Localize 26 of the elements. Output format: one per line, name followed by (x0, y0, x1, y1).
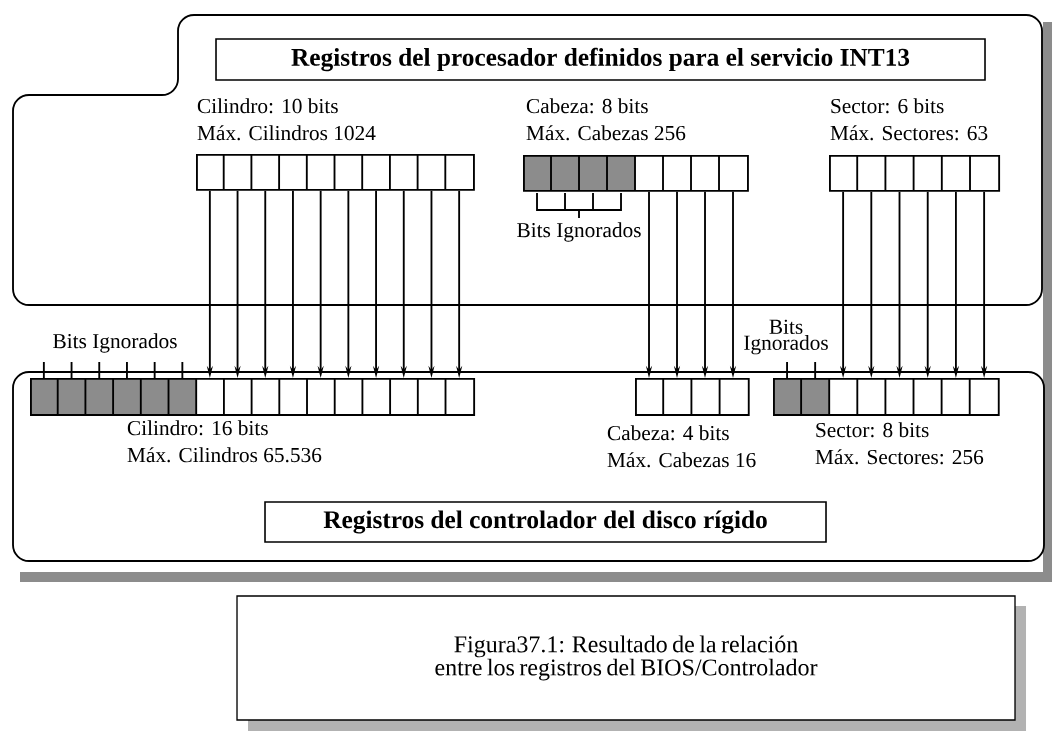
register-label: Cilindro: 16 bits (127, 420, 268, 436)
label: Bits Ignorados (737, 318, 835, 356)
bit-register (635, 377, 750, 416)
register-label: Máx. Cabezas 256 (526, 125, 686, 141)
label: Bits Ignorados (51, 331, 179, 355)
caption-box: Figura37.1: Resultado de la relación entre los registros del BIOS/Controlador (236, 595, 1026, 731)
register-label: Máx. Sectores: 63 (830, 125, 988, 141)
register-label: Cilindro: 10 bits (197, 98, 338, 114)
register-label: Sector: 6 bits (831, 98, 944, 114)
bit-register (829, 154, 1001, 192)
bit-register (196, 153, 475, 191)
register-label: Máx. Cilindros 65.536 (127, 447, 322, 463)
label: Bits Ignorados (515, 220, 643, 244)
panel (12, 14, 1043, 306)
register-label: Cabeza: 4 bits (607, 425, 729, 441)
register-label: Cabeza: 8 bits (526, 98, 648, 114)
register-label: Sector: 8 bits (816, 422, 929, 438)
register-label: Máx. Sectores: 256 (815, 449, 984, 465)
bit-register (523, 154, 749, 192)
panel (12, 371, 1045, 562)
register-label: Máx. Cilindros 1024 (197, 125, 376, 141)
bit-register (773, 377, 1000, 416)
bit-register (30, 377, 476, 416)
title-box: Registros del procesador definidos para el servicio INT13 (215, 38, 986, 81)
register-label: Máx. Cabezas 16 (607, 452, 756, 468)
title-box: Registros del controlador del disco rígido (264, 501, 827, 543)
